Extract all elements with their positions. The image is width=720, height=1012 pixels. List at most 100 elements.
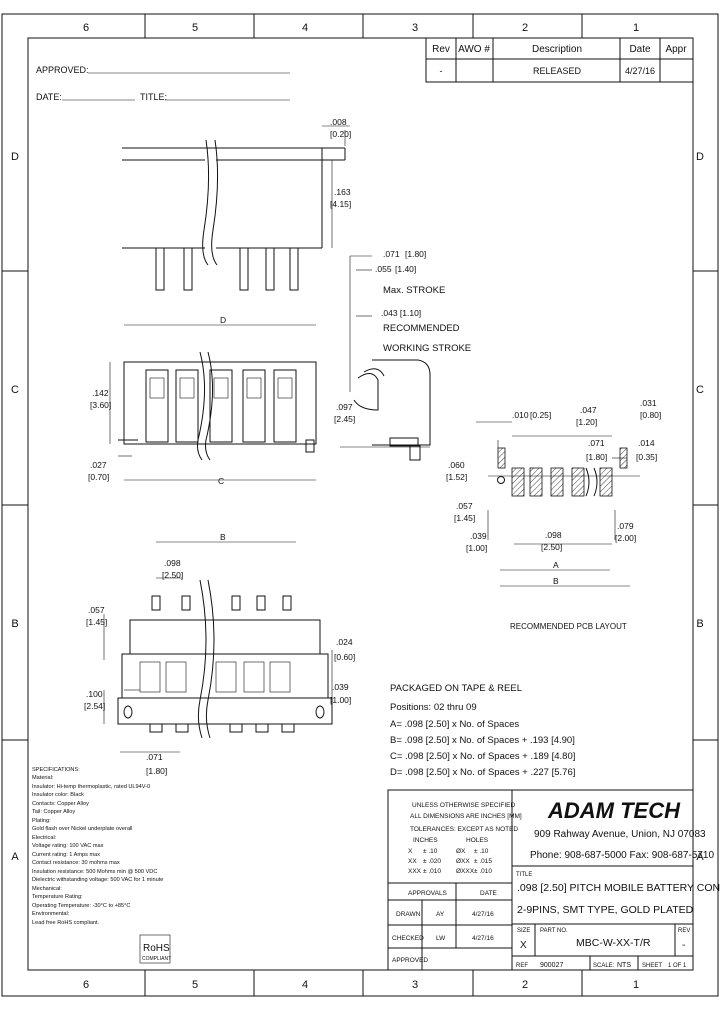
bottom-view xyxy=(103,541,333,753)
company-address: 909 Rahway Avenue, Union, NJ 07083 xyxy=(534,829,706,840)
tolerance-line: UNLESS OTHERWISE SPECIFIED xyxy=(412,802,515,809)
spec-line: Electrical: xyxy=(32,835,57,841)
dim-097-in: .097 xyxy=(336,402,353,412)
spec-line: Voltage rating: 100 VAC max xyxy=(32,843,104,849)
section-view-right xyxy=(340,255,431,461)
dim-047-in: .047 xyxy=(580,405,597,415)
approval-date: 4/27/16 xyxy=(472,935,494,942)
side-view-top-dims: .008 [0.20] .163 [4.15] xyxy=(330,117,351,209)
approval-date: 4/27/16 xyxy=(472,911,494,918)
title-info: TITLE .098 [2.50] PITCH MOBILE BATTERY C… xyxy=(516,872,720,969)
sheet-value: 1 OF 1 xyxy=(668,963,687,969)
dim-039-mm: [1.00] xyxy=(466,543,487,553)
spec-line: Contact resistance: 30 mohms max xyxy=(32,860,120,866)
dim-057b-mm: [1.45] xyxy=(86,617,107,627)
dim-024-mm: [0.60] xyxy=(334,652,355,662)
company-name: ADAM TECH xyxy=(547,798,681,823)
dim-039b-mm: [1.00] xyxy=(330,695,351,705)
dim-008-in: .008 xyxy=(330,117,347,127)
tol-cell: X xyxy=(408,848,413,855)
dim-031-mm: [0.80] xyxy=(640,410,661,420)
pcb-layout-label: RECOMMENDED PCB LAYOUT xyxy=(510,622,627,631)
date-line-label: DATE: xyxy=(36,92,62,102)
zone-row-label: D xyxy=(11,151,19,163)
spec-line: Lead free RoHS compliant. xyxy=(32,920,100,926)
dim-025: [0.25] xyxy=(530,410,551,420)
dim-057-in: .057 xyxy=(456,501,473,511)
dim-057-mm: [1.45] xyxy=(454,513,475,523)
spec-line: Contacts: Copper Alloy xyxy=(32,801,89,807)
packaging-note: A= .098 [2.50] x No. of Spaces xyxy=(390,719,519,730)
dim-043: .043 [1.10] xyxy=(381,308,421,318)
size-value: X xyxy=(520,940,527,951)
dim-079-mm: [2.00] xyxy=(615,533,636,543)
dim-079-in: .079 xyxy=(617,521,634,531)
tolerance-line: TOLERANCES: EXCEPT AS NOTED xyxy=(410,826,518,833)
dim-010: .010 xyxy=(512,410,529,420)
rev-header-rev: Rev xyxy=(432,44,450,55)
tol-cell: ØXX xyxy=(456,858,470,865)
spec-line: Mechanical: xyxy=(32,886,62,892)
zone-col-label: 5 xyxy=(192,979,198,991)
title-line-1: .098 [2.50] PITCH MOBILE BATTERY CONNECT… xyxy=(517,882,720,894)
rev-header-appr: Appr xyxy=(665,44,687,55)
dim-071-mm: [1.80] xyxy=(405,249,426,259)
approved-line-label: APPROVED: xyxy=(36,65,89,75)
packaging-note: C= .098 [2.50] x No. of Spaces + .189 [4… xyxy=(390,751,575,762)
working-stroke-label: WORKING STROKE xyxy=(383,343,471,354)
tolerance-line: ALL DIMENSIONS ARE INCHES [MM] xyxy=(410,813,522,820)
dim-100-in: .100 xyxy=(86,689,103,699)
rohs-title: RoHS xyxy=(143,943,170,954)
dim-057b-in: .057 xyxy=(88,605,105,615)
zone-labels: 6 5 4 3 2 1 6 5 4 3 2 1 D C B A D C B A xyxy=(11,22,704,991)
dim-071b-in: .071 xyxy=(588,438,605,448)
zone-row-label: C xyxy=(696,384,704,396)
tol-cell: XXX xyxy=(408,868,422,875)
spec-line: Material: xyxy=(32,775,54,781)
spec-line: Insulation resistance: 500 Mohms min @ 5… xyxy=(32,869,157,875)
tol-cell: ØX xyxy=(456,848,466,855)
tolerance-block: UNLESS OTHERWISE SPECIFIED ALL DIMENSION… xyxy=(408,802,522,875)
dim-098b-in: .098 xyxy=(164,558,181,568)
section-view-dims: .071 [1.80] .055 [1.40] Max. STROKE .043… xyxy=(334,249,471,424)
packaging-notes: PACKAGED ON TAPE & REEL Positions: 02 th… xyxy=(390,683,575,778)
tol-cell: ± .10 xyxy=(423,848,438,855)
spec-line: Dielectric withstanding voltage: 500 VAC… xyxy=(32,877,163,883)
spec-line: Operating Temperature: -30°C to +85°C xyxy=(32,903,130,909)
zone-col-label: 1 xyxy=(633,22,639,34)
part-no-value: MBC-W-XX-T/R xyxy=(576,937,651,949)
dim-014-in: .014 xyxy=(638,438,655,448)
zone-col-label: 5 xyxy=(192,22,198,34)
zone-row-label: A xyxy=(696,851,704,863)
rohs-sub: COMPLIANT xyxy=(142,956,171,962)
zone-row-label: A xyxy=(11,851,19,863)
rev-value-title: - xyxy=(682,940,685,951)
dim-071c-in: .071 xyxy=(146,752,163,762)
dim-label-B: B xyxy=(553,576,559,586)
spec-line: Tail: Copper Alloy xyxy=(32,809,75,815)
tol-cell: ± .020 xyxy=(423,858,441,865)
bottom-view-dims: .098 [2.50] B .057 [1.45] .024 [0.60] .0… xyxy=(84,532,355,776)
tol-cell: ± .010 xyxy=(423,868,441,875)
part-no-label: PART NO. xyxy=(540,928,568,934)
zone-col-label: 2 xyxy=(522,979,528,991)
dim-060-in: .060 xyxy=(448,460,465,470)
revision-block: Rev AWO # Description Date Appr - RELEAS… xyxy=(425,37,694,83)
tolerance-col-holes: HOLES xyxy=(466,837,489,844)
packaging-note: B= .098 [2.50] x No. of Spaces + .193 [4… xyxy=(390,735,575,746)
max-stroke-label: Max. STROKE xyxy=(383,285,445,296)
scale-value: NTS xyxy=(617,962,631,969)
ref-label: REF xyxy=(516,963,528,969)
dim-097-mm: [2.45] xyxy=(334,414,355,424)
dim-label-D: D xyxy=(220,315,226,325)
spec-line: Insulator: Hi-temp thermoplastic, rated … xyxy=(32,784,150,790)
title-line-2: 2-9PINS, SMT TYPE, GOLD PLATED xyxy=(517,904,694,916)
dim-098b-mm: [2.50] xyxy=(162,570,183,580)
dim-014-mm: [0.35] xyxy=(636,452,657,462)
company-info: ADAM TECH 909 Rahway Avenue, Union, NJ 0… xyxy=(530,798,714,861)
tol-cell: ± .010 xyxy=(474,868,492,875)
approval-name: LW xyxy=(436,935,446,942)
zone-col-label: 4 xyxy=(302,22,308,34)
recommended-label: RECOMMENDED xyxy=(383,323,460,334)
